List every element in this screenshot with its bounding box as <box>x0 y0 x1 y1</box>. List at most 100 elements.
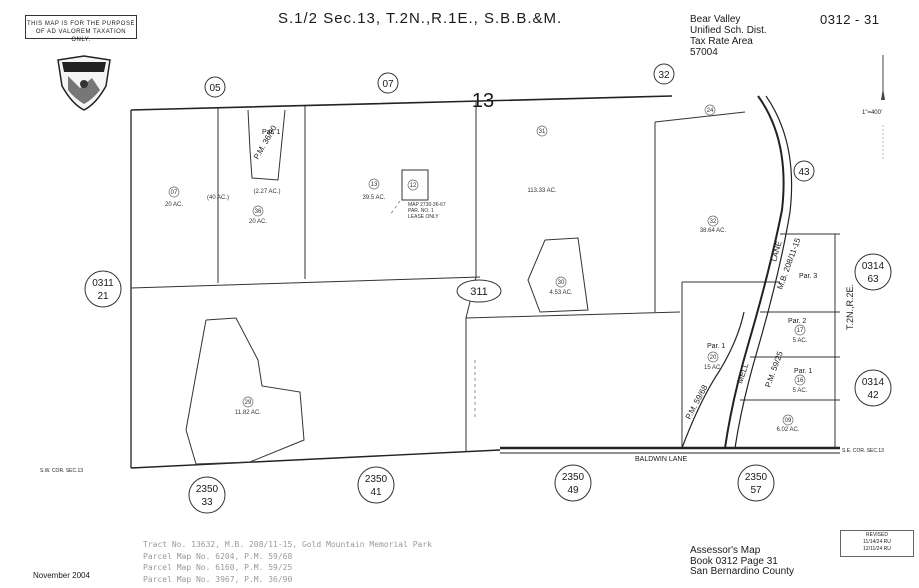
reference-2: Parcel Map No. 6204, P.M. 59/68 <box>143 551 293 561</box>
parcel-20-number: 20 <box>710 355 717 361</box>
parcel-24-number: 24 <box>707 108 714 114</box>
parcel-12-number: 12 <box>410 183 417 189</box>
map-references: Tract No. 13632, M.B. 208/11-15, Gold Mo… <box>143 539 432 585</box>
page-32-label: 32 <box>658 70 670 81</box>
parcel-30-area: 4.53 AC. <box>549 290 572 296</box>
page-43-label: 43 <box>798 167 810 178</box>
page-2350-57-b: 57 <box>750 485 762 496</box>
page-ref-43[interactable] <box>793 160 815 182</box>
page-ref-2350-41[interactable] <box>357 466 395 504</box>
parcel-16-number: 16 <box>797 378 804 384</box>
parcel-32-number: 32 <box>710 219 717 225</box>
parcel-09-number: 09 <box>785 418 792 424</box>
reference-4: Parcel Map No. 3967, P.M. 36/90 <box>143 574 293 584</box>
se-corner-label: S.E. COR. SEC.13 <box>842 448 884 454</box>
page-21-label: 21 <box>97 291 109 302</box>
district-line-1: Bear Valley <box>690 14 741 25</box>
mell-lane-road <box>724 95 785 449</box>
purpose-notice-line-2: OF AD VALOREM TAXATION ONLY. <box>35 29 127 43</box>
page-ref-2350-33[interactable] <box>188 476 226 514</box>
parcel-31-number: 31 <box>539 129 546 135</box>
reference-1: Tract No. 13632, M.B. 208/11-15, Gold Mo… <box>143 540 432 549</box>
sw-corner-label: S.W. COR. SEC.13 <box>40 468 83 474</box>
parcel-36-number: 36 <box>255 209 262 215</box>
section-number: 13 <box>472 90 494 112</box>
page-2350-41-b: 41 <box>370 487 382 498</box>
lease-note-3: LEASE ONLY <box>408 214 439 220</box>
lease-note-2: PAR. NO. 1 <box>408 208 434 214</box>
parcel-29-number: 29 <box>245 400 252 406</box>
revised-label: REVISED <box>866 532 888 538</box>
par3-label: Par. 3 <box>799 273 817 280</box>
scale-label: 1"=400' <box>862 110 883 116</box>
page-ref-0311-21[interactable] <box>84 270 122 308</box>
parcel-09-area: 6.02 AC. <box>776 427 799 433</box>
book-ref-311[interactable] <box>456 279 502 303</box>
revised-date-1: 11/14/24 RU <box>863 539 891 545</box>
parcel-32-area: 38.64 AC. <box>700 228 727 234</box>
book-ref-311-label: 311 <box>470 286 488 298</box>
parcel-07-area: 20 AC. <box>165 202 183 208</box>
par2-label: Par. 2 <box>788 318 806 325</box>
assessor-line-1: Assessor's Map <box>690 545 761 556</box>
page-2350-33-b: 33 <box>201 497 213 508</box>
county-seal-icon <box>57 55 111 111</box>
section-north-line <box>130 95 673 111</box>
parcel-17-number: 17 <box>797 328 804 334</box>
map-date: November 2004 <box>33 571 90 580</box>
baldwin-lane-label: BALDWIN LANE <box>635 456 687 463</box>
page-0311-label: 0311 <box>92 278 114 289</box>
parcel-17-area: 5 AC. <box>793 338 808 344</box>
district-line-2: Unified Sch. Dist. <box>690 25 767 36</box>
page-ref-07[interactable] <box>377 72 399 94</box>
range-label: T.2N.,R.2E. <box>845 284 855 330</box>
parcel-36-area: 20 AC. <box>249 219 267 225</box>
page-0314-label: 0314 <box>862 261 885 272</box>
district-line-3: Tax Rate Area <box>690 36 753 47</box>
assessor-info: Assessor's Map Book 0312 Page 31 San Ber… <box>690 545 794 578</box>
lane-label: LANE <box>769 240 783 263</box>
parcel-07b-area: (40 AC.) <box>207 195 229 201</box>
pm-5925-label: P.M. 59/25 <box>763 350 785 389</box>
district-line-4: 57004 <box>690 47 718 58</box>
page-2350-49-a: 2350 <box>562 472 585 483</box>
page-63-label: 63 <box>867 274 879 285</box>
par1-nw-label: Par. 1 <box>262 129 280 136</box>
page-ref-0314-42[interactable] <box>854 369 892 407</box>
parcel-16-area: 5 AC. <box>793 388 808 394</box>
assessor-line-2: Book 0312 Page 31 <box>690 555 778 567</box>
page-2350-57-a: 2350 <box>745 472 768 483</box>
parcel-30-number: 30 <box>558 280 565 286</box>
map-title: S.1/2 Sec.13, T.2N.,R.1E., S.B.B.&M. <box>278 10 563 27</box>
page-2350-41-a: 2350 <box>365 474 388 485</box>
purpose-notice-box: THIS MAP IS FOR THE PURPOSE OF AD VALORE… <box>25 15 137 43</box>
parcel-07-number: 07 <box>171 190 178 196</box>
parcel-29-area: 11.82 AC. <box>235 410 261 416</box>
par1-se-label: Par. 1 <box>794 368 812 375</box>
north-arrow-icon <box>881 55 885 160</box>
page-2350-33-a: 2350 <box>196 484 219 495</box>
parcel-13-number: 13 <box>371 182 378 188</box>
parcel-13-area: 39.5 AC. <box>362 195 385 201</box>
page-ref-2350-57[interactable] <box>737 464 775 502</box>
page-ref-2350-49[interactable] <box>554 464 592 502</box>
pm-5968-label: P.M. 59/68 <box>684 383 710 421</box>
parcel-20-area: 15 AC. <box>704 365 722 371</box>
district-info: Bear Valley Unified Sch. Dist. Tax Rate … <box>690 14 767 58</box>
page-ref-0314-63[interactable] <box>854 253 892 291</box>
par1-mid-label: Par. 1 <box>707 343 725 350</box>
page-42-label: 42 <box>867 390 879 401</box>
lease-note-1: MAP 2730-36-67 <box>408 202 446 208</box>
page-05-label: 05 <box>209 83 221 94</box>
page-ref-05[interactable] <box>204 76 226 98</box>
parcel-31-area: 113.33 AC. <box>527 188 557 194</box>
assessor-line-3: San Bernardino County <box>690 566 794 577</box>
reference-3: Parcel Map No. 6160, P.M. 59/25 <box>143 563 293 572</box>
book-page-number: 0312 - 31 <box>820 12 880 27</box>
page-0314b-label: 0314 <box>862 377 885 388</box>
par1-nw-area: (2.27 AC.) <box>253 189 280 195</box>
revised-box: REVISED 11/14/24 RU 12/11/24 RU <box>840 530 914 557</box>
page-2350-49-b: 49 <box>567 485 579 496</box>
page-ref-32[interactable] <box>653 63 675 85</box>
